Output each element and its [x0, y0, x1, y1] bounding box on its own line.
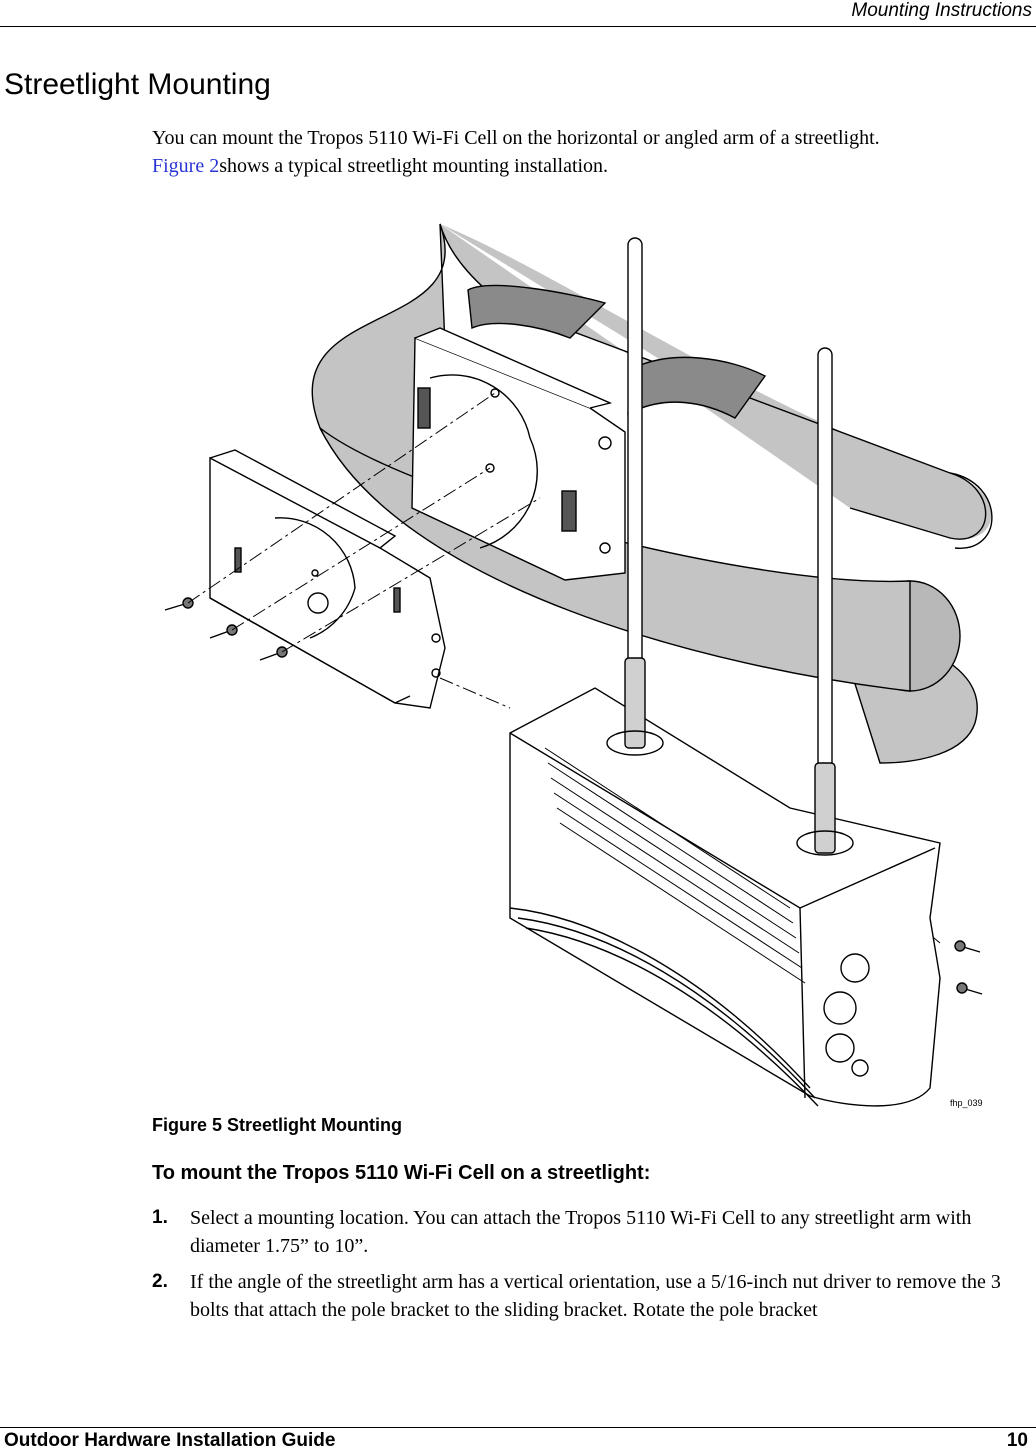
figure-id-label: fhp_039	[950, 1098, 983, 1108]
wifi-cell-enclosure	[509, 687, 941, 1107]
intro-text: You can mount the Tropos 5110 Wi-Fi Cell…	[152, 127, 880, 149]
page-number: 10	[1006, 1430, 1028, 1451]
footer-guide-title: Outdoor Hardware Installation Guide	[4, 1430, 336, 1451]
connector	[840, 953, 870, 983]
header-rule	[0, 26, 1036, 27]
step-text: If the angle of the streetlight arm has …	[190, 1271, 1001, 1321]
step-number: 1.	[152, 1207, 168, 1228]
antenna	[817, 347, 833, 779]
running-head: Mounting Instructions	[851, 0, 1032, 21]
bolt	[259, 646, 288, 661]
connector	[825, 1033, 855, 1063]
bolt	[954, 940, 981, 953]
bolt	[956, 982, 983, 995]
figure-caption: Figure 5 Streetlight Mounting	[152, 1115, 402, 1135]
step-number: 2.	[152, 1271, 168, 1292]
figure-link[interactable]: Figure 2	[152, 155, 220, 177]
footer-rule	[0, 1427, 1036, 1428]
section-title: Streetlight Mounting	[4, 68, 271, 101]
intro-text-tail: shows a typical streetlight mounting ins…	[219, 155, 609, 177]
streetlight-mounting-illustration	[164, 223, 993, 1107]
procedure-step: 1. Select a mounting location. You can a…	[152, 1204, 1012, 1260]
step-text: Select a mounting location. You can atta…	[190, 1207, 972, 1257]
procedure-heading: To mount the Tropos 5110 Wi-Fi Cell on a…	[152, 1162, 651, 1184]
bolt	[209, 624, 238, 639]
intro-paragraph: You can mount the Tropos 5110 Wi-Fi Cell…	[152, 124, 1012, 180]
antenna	[627, 237, 643, 679]
bolt	[164, 597, 194, 611]
strap	[467, 284, 607, 339]
strap	[627, 356, 767, 419]
connector	[823, 991, 857, 1025]
procedure-step: 2. If the angle of the streetlight arm h…	[152, 1268, 1012, 1324]
